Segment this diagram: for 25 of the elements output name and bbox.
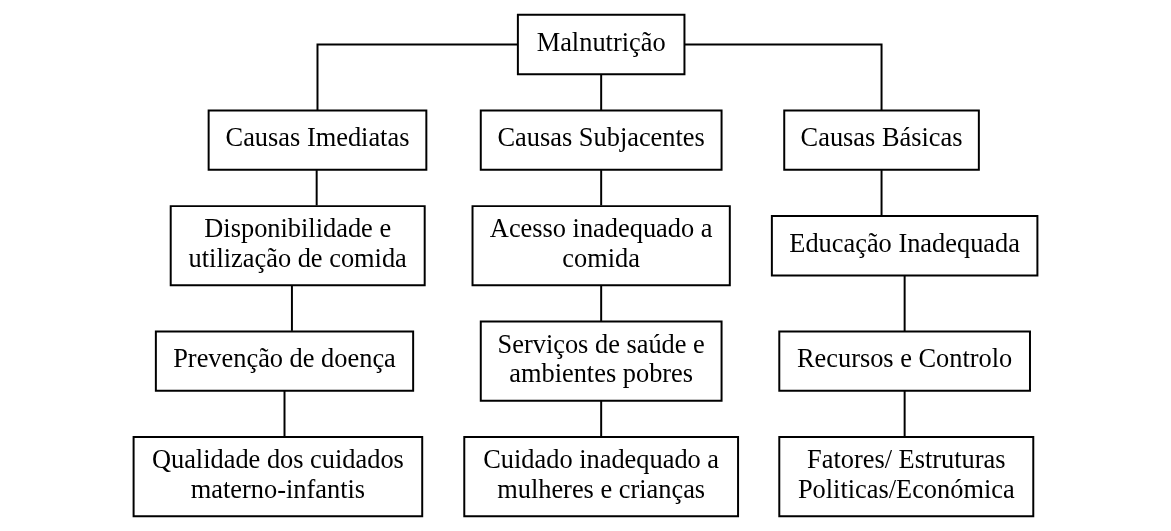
node-box: Causas Imediatas (207, 109, 428, 171)
connector (283, 389, 286, 438)
connector (316, 43, 519, 112)
connector (600, 73, 603, 112)
node-box: Educação Inadequada (770, 215, 1039, 277)
connector (880, 169, 883, 217)
connector (600, 169, 603, 207)
node-box: Cuidado inadequado a mulheres e crianças (463, 436, 740, 518)
node-box: Serviços de saúde e ambientes pobres (479, 320, 723, 402)
connector (903, 274, 906, 333)
connector (683, 43, 883, 112)
node-box: Qualidade dos cuidados materno-infantis (132, 436, 424, 518)
node-box: Recursos e Controlo (778, 330, 1031, 392)
connector (315, 169, 318, 207)
node-box: Acesso inadequado a comida (471, 205, 731, 287)
node-box: Prevenção de doença (154, 330, 415, 392)
node-box: Fatores/ Estruturas Politicas/Económica (778, 436, 1035, 518)
connector (600, 284, 603, 322)
node-box: Causas Básicas (783, 109, 980, 171)
connector (903, 389, 906, 438)
connector (290, 284, 293, 332)
connector (600, 399, 603, 438)
node-box: Causas Subjacentes (479, 109, 723, 171)
node-box: Malnutrição (516, 13, 686, 76)
node-box: Disponibilidade e utilização de comida (169, 205, 426, 287)
